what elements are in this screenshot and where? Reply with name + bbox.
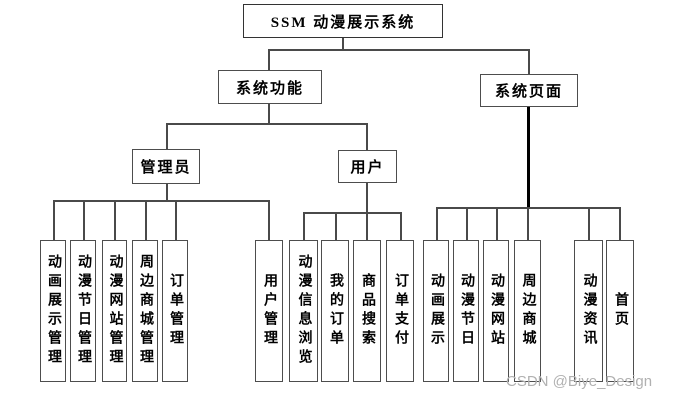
connector-user-drop-3 — [366, 212, 368, 240]
leaf-anime-festival-page: 动漫节日 — [453, 240, 479, 382]
leaf-anime-info-browse: 动漫信息浏览 — [289, 240, 318, 382]
leaf-label: 动漫资讯 — [581, 273, 597, 349]
connector-to-system-functions — [268, 49, 270, 70]
connector-to-user — [366, 123, 368, 150]
leaf-user-mgmt: 用户管理 — [255, 240, 283, 382]
connector-admin-drop-4 — [145, 200, 147, 240]
connector-to-system-pages — [528, 49, 530, 74]
node-root-label: SSM 动漫展示系统 — [270, 14, 416, 31]
connector-level3-hline — [166, 123, 368, 125]
connector-pages-drop-2 — [466, 207, 468, 240]
leaf-merch-mall-mgmt: 周边商城管理 — [132, 240, 158, 382]
leaf-label: 动画展示 — [429, 273, 444, 349]
connector-admin-drop-3 — [114, 200, 116, 240]
connector-pages-drop-6 — [619, 207, 621, 240]
node-admin-label: 管理员 — [140, 160, 192, 176]
leaf-anime-festival-mgmt: 动漫节日管理 — [70, 240, 96, 382]
leaf-label: 用户管理 — [262, 273, 277, 349]
connector-user-drop-2 — [335, 212, 337, 240]
connector-user-drop-1 — [303, 212, 305, 240]
node-system-pages-label: 系统页面 — [494, 84, 563, 100]
connector-level2-hline — [268, 49, 530, 51]
node-user-label: 用户 — [350, 160, 385, 176]
connector-user-drop-4 — [400, 212, 402, 240]
leaf-animation-display-page: 动画展示 — [423, 240, 449, 382]
connector-admin-drop-5 — [175, 200, 177, 240]
leaf-merch-mall-page: 周边商城 — [514, 240, 541, 382]
leaf-label: 订单管理 — [168, 273, 183, 349]
connector-to-admin — [166, 123, 168, 149]
connector-root-stub — [342, 37, 344, 50]
leaf-label: 首页 — [613, 292, 628, 330]
connector-pages-drop-3 — [496, 207, 498, 240]
watermark: CSDN @Biye_Design — [506, 373, 653, 390]
leaf-order-mgmt: 订单管理 — [162, 240, 188, 382]
connector-admin-drop-2 — [83, 200, 85, 240]
connector-admin-hline — [53, 200, 269, 202]
leaf-label: 订单支付 — [393, 273, 408, 349]
leaf-home-page: 首页 — [606, 240, 634, 382]
connector-admin-drop-1 — [53, 200, 55, 240]
node-root: SSM 动漫展示系统 — [243, 4, 443, 38]
leaf-label: 动漫网站 — [489, 273, 504, 349]
node-system-pages: 系统页面 — [480, 74, 578, 107]
connector-pages-drop-4 — [527, 207, 529, 240]
leaf-label: 动漫网站管理 — [107, 254, 123, 368]
connector-user-hline — [303, 212, 401, 214]
leaf-label: 周边商城管理 — [138, 254, 153, 368]
leaf-product-search: 商品搜索 — [353, 240, 381, 382]
node-system-functions: 系统功能 — [218, 70, 322, 104]
connector-pages-drop-1 — [436, 207, 438, 240]
leaf-label: 动漫节日 — [459, 273, 474, 349]
leaf-label: 我的订单 — [328, 273, 343, 349]
leaf-my-orders: 我的订单 — [321, 240, 349, 382]
leaf-anime-website-page: 动漫网站 — [483, 240, 509, 382]
leaf-label: 周边商城 — [520, 273, 536, 349]
leaf-order-payment: 订单支付 — [386, 240, 414, 382]
node-admin: 管理员 — [132, 149, 200, 184]
connector-admin-stub — [166, 183, 168, 201]
leaf-label: 动漫节日管理 — [76, 254, 91, 368]
leaf-anime-news-page: 动漫资讯 — [574, 240, 603, 382]
leaf-label: 动画展示管理 — [46, 254, 61, 368]
leaf-label: 动漫信息浏览 — [296, 254, 312, 368]
connector-user-stub — [366, 182, 368, 213]
leaf-animation-display-mgmt: 动画展示管理 — [40, 240, 66, 382]
leaf-label: 商品搜索 — [360, 273, 375, 349]
node-user: 用户 — [338, 150, 397, 183]
connector-pages-drop-5 — [588, 207, 590, 240]
leaf-anime-website-mgmt: 动漫网站管理 — [102, 240, 127, 382]
connector-system-pages-stub — [527, 106, 530, 208]
connector-system-functions-stub — [268, 103, 270, 124]
connector-admin-drop-6 — [268, 200, 270, 240]
node-system-functions-label: 系统功能 — [235, 80, 304, 97]
